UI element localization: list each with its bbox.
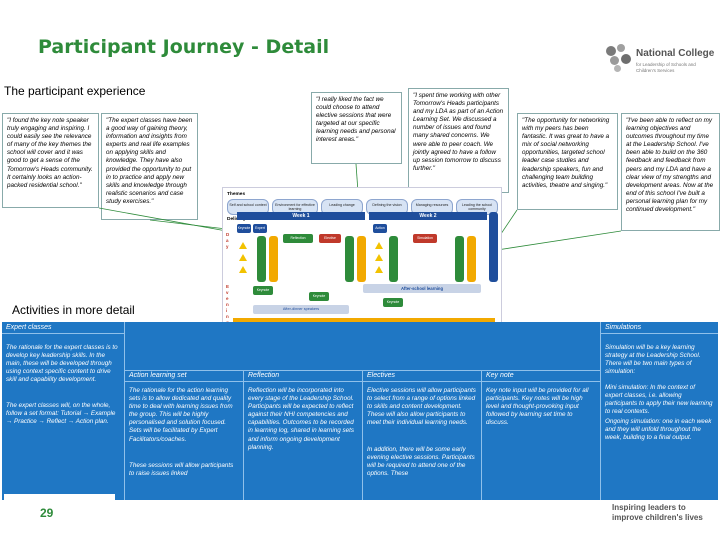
quote-reflection: "I've been able to reflect on my learnin… [621, 113, 720, 231]
chip-keynote: Keynote [237, 224, 251, 233]
after-school-learning-bar: After-school learning [363, 284, 481, 293]
triangle-icon [375, 254, 383, 261]
vbar [389, 236, 398, 282]
logo-subtitle: for Leadership of Schools and Children's… [636, 62, 696, 73]
quote-keynote: "I found the key note speaker truly enga… [2, 113, 99, 208]
chip-simulation: Simulation [413, 234, 437, 243]
quote-action-learning: "I spent time working with other Tomorro… [408, 88, 509, 193]
vbar [357, 236, 366, 282]
column-text: In addition, there will be some early ev… [367, 446, 475, 478]
logo-mark-icon [604, 44, 632, 74]
column-heading: Electives [363, 370, 481, 382]
week-1-bar: Week 1 [237, 212, 365, 220]
national-college-logo: National College for Leadership of Schoo… [604, 44, 716, 82]
column-text: Elective sessions will allow participant… [367, 387, 476, 427]
page-number: 29 [40, 506, 54, 520]
column-heading: Simulations [601, 322, 718, 334]
column-heading: Action learning set [125, 370, 243, 382]
vbar [257, 236, 266, 282]
chip-action-learning: Action learning set [373, 224, 387, 248]
column-expert-classes: Expert classes The rationale for the exp… [2, 322, 124, 500]
column-text: Simulation will be a key learning strate… [605, 344, 701, 376]
chip-keynote-evening: Keynote [383, 298, 403, 307]
triangle-icon [375, 242, 383, 249]
column-reflection: Reflection Reflection will be incorporat… [244, 370, 362, 500]
divider [243, 370, 244, 500]
chip-expert: Expert [253, 224, 267, 233]
band [233, 318, 495, 323]
week-2-bar: Week 2 [369, 212, 487, 220]
vbar [269, 236, 278, 282]
quote-expert-classes: "The expert classes have been a good way… [101, 113, 198, 220]
week-2-side-bar [489, 212, 498, 282]
column-text: Reflection will be incorporated into eve… [248, 387, 355, 451]
tagline: Inspiring leaders to improve children's … [612, 503, 703, 522]
chip-elective: Elective [319, 234, 341, 243]
page-footer-box [4, 494, 115, 534]
column-electives: Electives Elective sessions will allow p… [363, 370, 481, 500]
themes-label: Themes [227, 192, 246, 197]
divider [124, 322, 125, 500]
vbar [455, 236, 464, 282]
column-text: The rationale for the action learning se… [129, 387, 233, 443]
column-text: Ongoing simulation: one in each week and… [605, 418, 712, 442]
column-heading: Expert classes [2, 322, 124, 334]
column-heading: Key note [482, 370, 600, 382]
chip-keynote-evening: Keynote [309, 292, 329, 301]
vbar [467, 236, 476, 282]
vbar [345, 236, 354, 282]
evening-label: Evening [226, 284, 230, 325]
divider [481, 370, 482, 500]
column-simulations: Simulations Simulation will be a key lea… [601, 322, 718, 500]
column-text: Key note input will be provided for all … [486, 387, 589, 427]
column-text: The expert classes will, on the whole, f… [6, 402, 116, 426]
page-title: Participant Journey - Detail [38, 36, 330, 58]
triangle-icon [239, 254, 247, 261]
divider [124, 370, 600, 371]
column-text: These sessions will allow participants t… [129, 462, 234, 478]
section-heading-activities: Activities in more detail [12, 303, 135, 317]
triangle-icon [239, 266, 247, 273]
quote-networking: "The opportunity for networking with my … [517, 113, 618, 210]
chip-reflection: Reflection [283, 234, 313, 243]
quote-electives: "I really liked the fact we could choose… [311, 92, 402, 164]
triangle-icon [239, 242, 247, 249]
triangle-icon [375, 266, 383, 273]
divider [362, 370, 363, 500]
activities-panel: Expert classes The rationale for the exp… [2, 322, 718, 500]
after-dinner-speakers-bar: After-dinner speakers [253, 305, 349, 314]
column-heading: Reflection [244, 370, 362, 382]
chip-keynote-evening: Keynote [253, 286, 273, 295]
column-text: Mini simulation: In the context of exper… [605, 384, 713, 416]
column-action-learning-set: Action learning set The rationale for th… [125, 370, 243, 500]
divider [600, 322, 601, 500]
logo-name: National College [636, 48, 715, 59]
column-text: The rationale for the expert classes is … [6, 344, 118, 384]
column-key-note: Key note Key note input will be provided… [482, 370, 600, 500]
section-heading-experience: The participant experience [4, 84, 146, 98]
